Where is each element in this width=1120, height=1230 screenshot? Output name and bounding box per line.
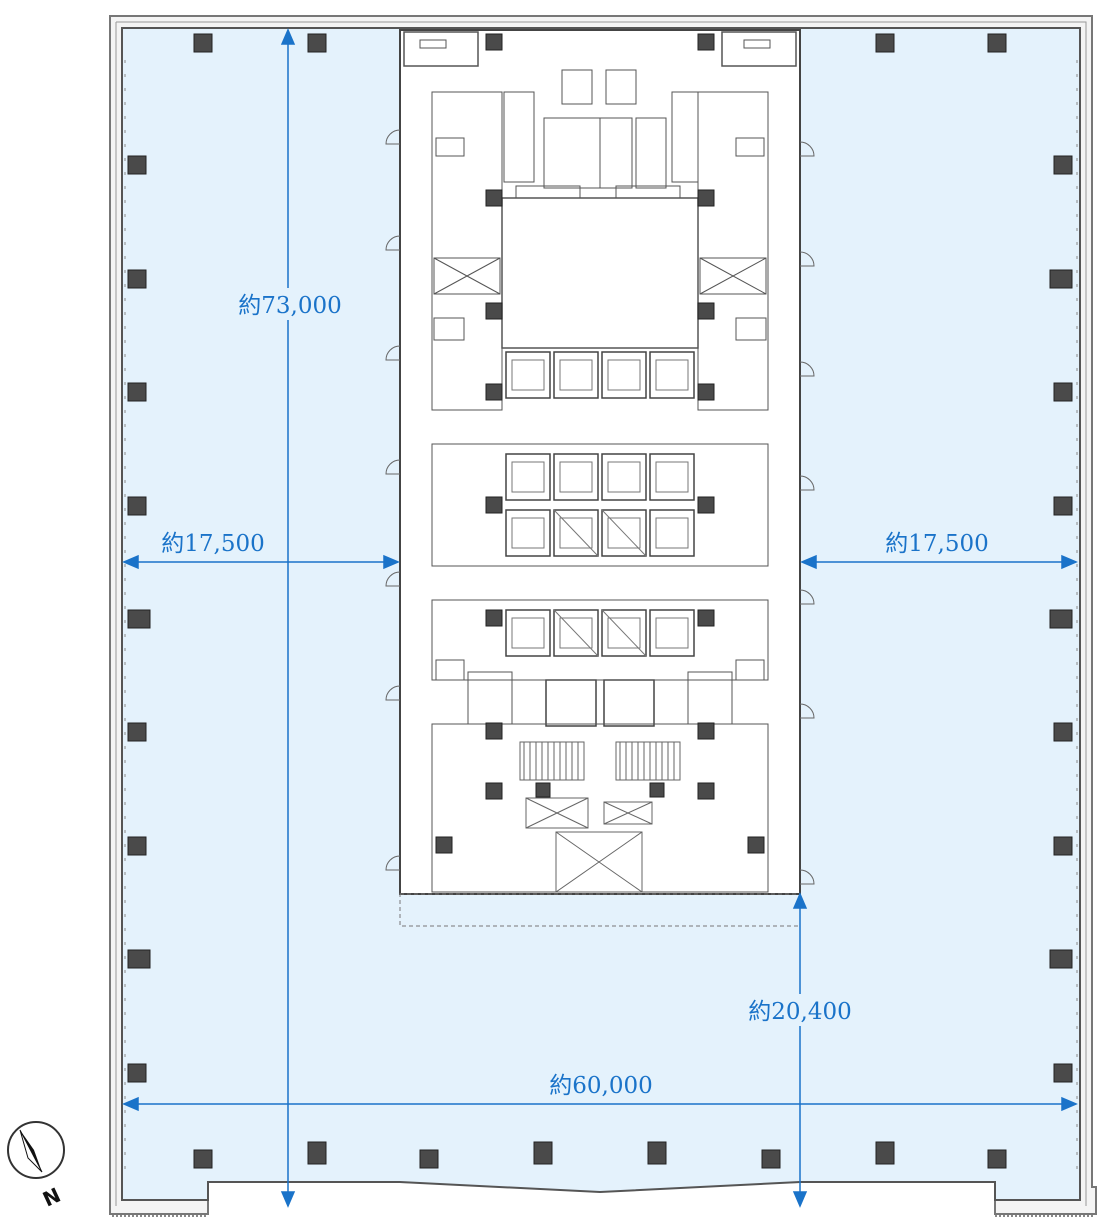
column: [419, 1149, 439, 1169]
column: [1053, 155, 1073, 175]
column: [127, 836, 147, 856]
column: [533, 1141, 553, 1165]
building-core: [385, 29, 815, 927]
column: [193, 1149, 213, 1169]
overall-width-label: 約60,000: [549, 1073, 652, 1099]
column: [127, 949, 151, 969]
column: [1053, 836, 1073, 856]
column: [127, 722, 147, 742]
column: [307, 1141, 327, 1165]
perimeter-columns: [127, 33, 1073, 1169]
column: [875, 1141, 895, 1165]
north-arrow: N: [7, 1121, 65, 1212]
overall-depth-label: 約73,000: [238, 293, 341, 319]
column: [987, 1149, 1007, 1169]
south-depth-label: 約20,400: [748, 999, 851, 1025]
column: [1053, 496, 1073, 516]
stairs: [519, 741, 681, 781]
column: [307, 33, 327, 53]
east-span-label: 約17,500: [885, 531, 988, 557]
column: [127, 496, 147, 516]
column: [647, 1141, 667, 1165]
column: [1049, 609, 1073, 629]
west-span-label: 約17,500: [161, 531, 264, 557]
column: [1049, 949, 1073, 969]
column: [127, 269, 147, 289]
column: [193, 33, 213, 53]
column: [127, 382, 147, 402]
column: [1053, 1063, 1073, 1083]
column: [875, 33, 895, 53]
column: [987, 33, 1007, 53]
dimension-lines: [122, 28, 1078, 1208]
column: [127, 1063, 147, 1083]
north-label: N: [39, 1183, 64, 1212]
core-lobby: [501, 197, 699, 349]
column: [1053, 722, 1073, 742]
column: [1053, 382, 1073, 402]
column: [1049, 269, 1073, 289]
column: [127, 155, 147, 175]
north-arrow-circle: [7, 1121, 65, 1179]
window-mullions: [124, 60, 1078, 1180]
dimension-labels: 約73,000 約17,500 約17,500 約20,400 約60,000: [160, 288, 990, 1100]
column: [761, 1149, 781, 1169]
column: [127, 609, 151, 629]
